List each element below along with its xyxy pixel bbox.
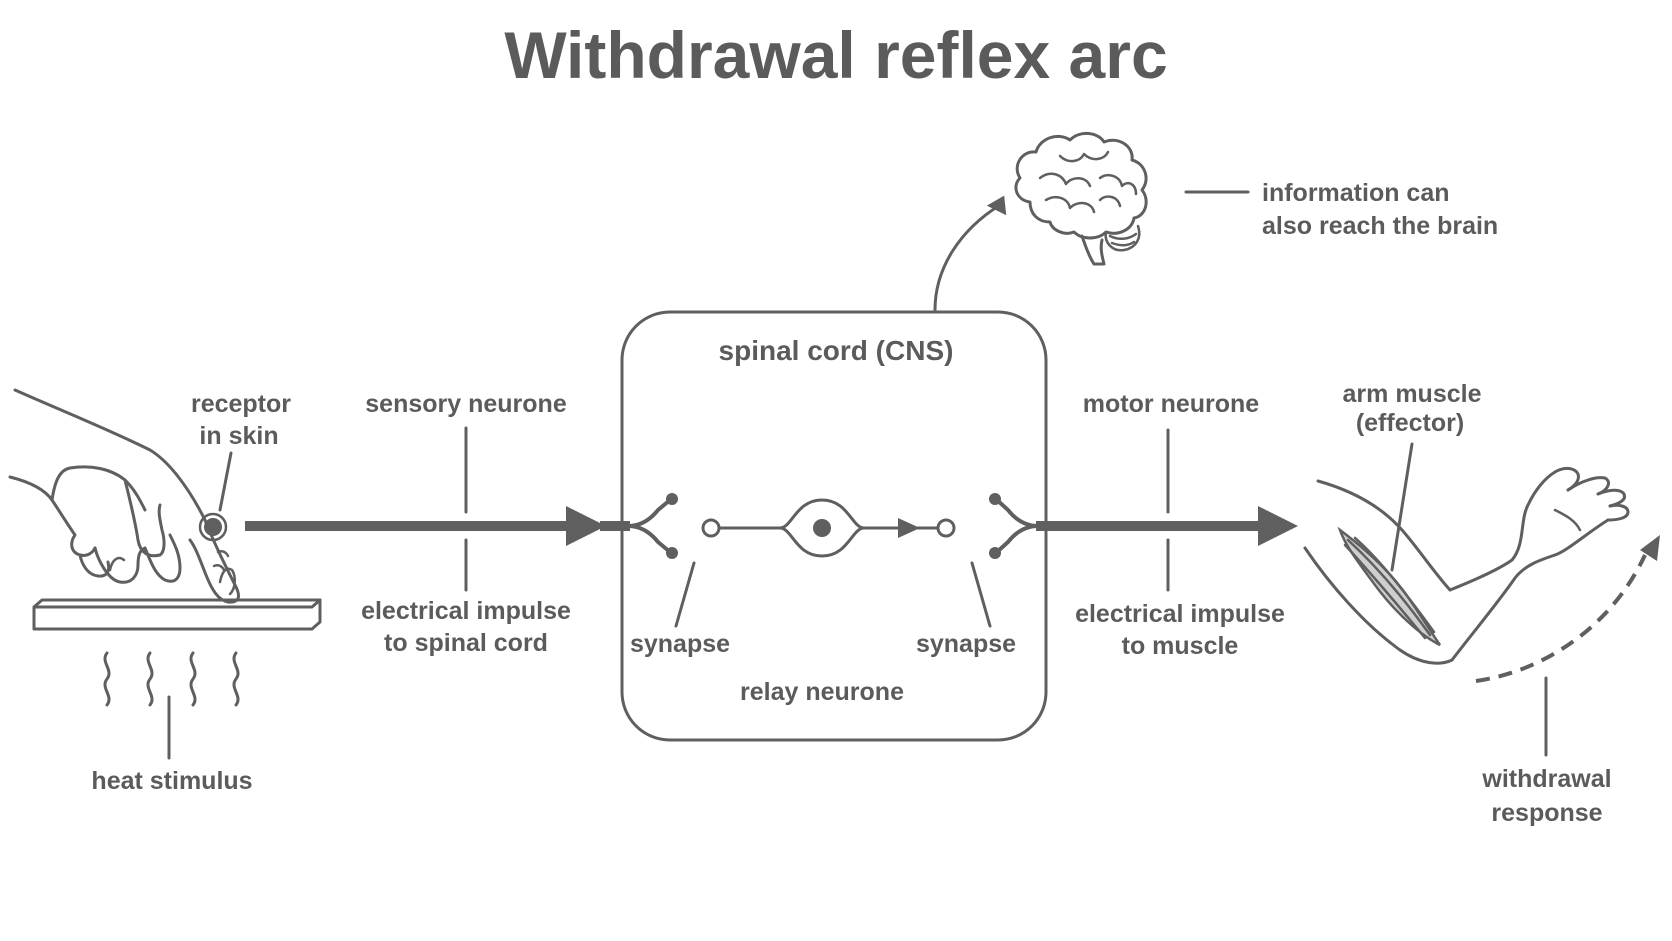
relay-neurone-label: relay neurone <box>740 678 904 706</box>
sensory-arrowhead <box>566 506 606 546</box>
receptor-label-line2: in skin <box>199 422 278 450</box>
motor-impulse-label-line2: to muscle <box>1122 632 1239 660</box>
withdrawal-response-label-line1: withdrawal <box>1481 765 1611 793</box>
synapse-right-label: synapse <box>916 630 1016 658</box>
heat-stimulus-label: heat stimulus <box>91 767 252 795</box>
motor-neurone-label: motor neurone <box>1083 390 1259 418</box>
relay-neurone <box>701 498 956 558</box>
arm-muscle-label-line2: (effector) <box>1356 409 1464 437</box>
page-title: Withdrawal reflex arc <box>504 18 1167 92</box>
withdrawal-arrow <box>1475 554 1647 683</box>
brain-info-label-line2: also reach the brain <box>1262 212 1498 240</box>
sensory-neurone-label: sensory neurone <box>365 390 567 418</box>
hand-illustration <box>8 388 240 604</box>
sensory-impulse-label-line2: to spinal cord <box>384 629 548 657</box>
motor-arrowhead <box>1258 506 1298 546</box>
spinal-cord-label: spinal cord (CNS) <box>719 335 954 366</box>
spinal-cord-box <box>620 310 1048 742</box>
motor-impulse-label-line1: electrical impulse <box>1075 600 1285 628</box>
arm-muscle-label-line1: arm muscle <box>1343 380 1482 408</box>
hot-plate <box>32 598 322 631</box>
receptor-dot <box>204 518 222 536</box>
heat-waves-icon <box>103 651 240 707</box>
arm-illustration <box>1303 466 1630 665</box>
sensory-impulse-label-line1: electrical impulse <box>361 597 571 625</box>
brain-icon <box>1014 132 1148 266</box>
withdrawal-response-label-line2: response <box>1491 799 1602 827</box>
brain-info-label-line1: information can <box>1262 179 1450 207</box>
receptor-label-line1: receptor <box>191 390 291 418</box>
synapse-left-label: synapse <box>630 630 730 658</box>
